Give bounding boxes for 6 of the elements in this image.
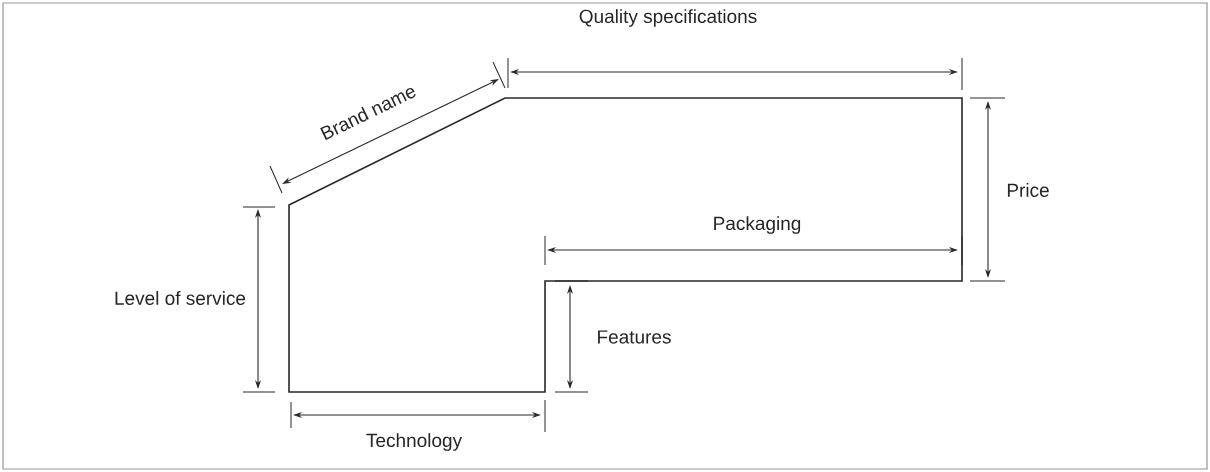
dimension-label: Price <box>1007 183 1049 197</box>
dimension-label: Level of service <box>115 291 246 305</box>
dimension-label: Packaging <box>714 216 801 234</box>
dimension-label: Technology <box>366 433 462 451</box>
dimension-label: Quality specifications <box>579 9 757 27</box>
dimension-label: Features <box>598 330 671 344</box>
